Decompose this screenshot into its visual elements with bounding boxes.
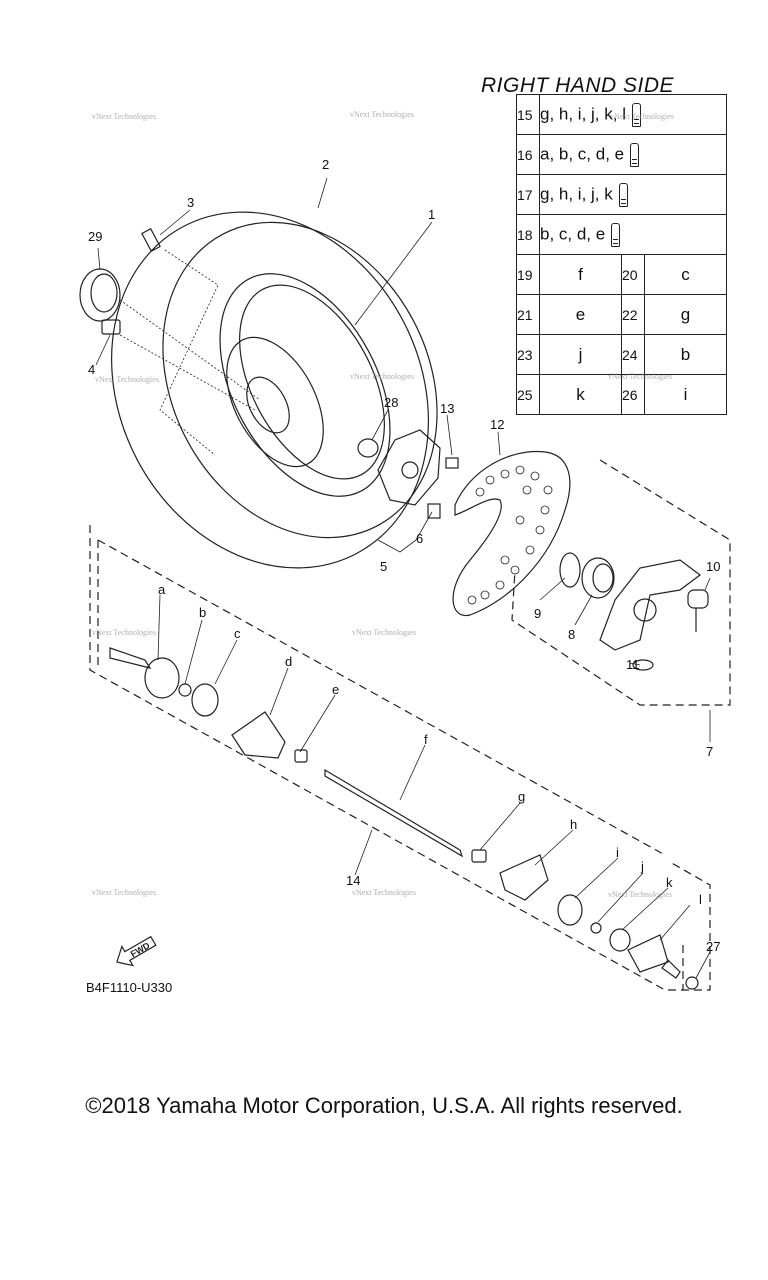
row-letters-cell: a, b, c, d, e bbox=[539, 134, 727, 175]
callout-4: 4 bbox=[88, 362, 96, 377]
table-row: 21 e 22 g bbox=[516, 294, 728, 335]
callout-k: k bbox=[666, 875, 673, 890]
callout-8: 8 bbox=[568, 627, 576, 642]
pair-number-right: 20 bbox=[620, 254, 645, 295]
pair-number-right: 26 bbox=[620, 374, 645, 415]
row-number: 18 bbox=[516, 214, 540, 255]
watermark: vNext Technologies bbox=[608, 372, 672, 381]
callout-i: i bbox=[616, 845, 619, 860]
grease-tube-icon bbox=[631, 102, 641, 127]
callout-7: 7 bbox=[706, 744, 714, 759]
table-row: 23 j 24 b bbox=[516, 334, 728, 375]
pair-value-right: b bbox=[643, 334, 728, 375]
watermark: vNext Technologies bbox=[350, 110, 414, 119]
row-letters: b, c, d, e bbox=[540, 223, 606, 243]
callout-12: 12 bbox=[490, 417, 505, 432]
grease-tube-icon bbox=[611, 222, 621, 247]
callout-10: 10 bbox=[706, 559, 721, 574]
table-row: 25 k 26 i bbox=[516, 374, 728, 415]
callout-g: g bbox=[518, 789, 526, 804]
pair-value-left: e bbox=[539, 294, 622, 335]
callout-27: 27 bbox=[706, 939, 721, 954]
dotted-leader-lines bbox=[119, 249, 261, 456]
callout-11: 11 bbox=[626, 657, 640, 672]
callout-29: 29 bbox=[88, 229, 103, 244]
callout-l: l bbox=[699, 892, 702, 907]
pair-value-left: f bbox=[539, 254, 622, 295]
diagram-code: B4F1110-U330 bbox=[86, 980, 173, 995]
watermark: vNext Technologies bbox=[92, 628, 156, 637]
watermark: vNext Technologies bbox=[350, 372, 414, 381]
callout-9: 9 bbox=[534, 606, 542, 621]
pair-value-right: c bbox=[643, 254, 728, 295]
callout-14: 14 bbox=[346, 873, 361, 888]
callout-1: 1 bbox=[428, 207, 436, 222]
pair-number-right: 24 bbox=[620, 334, 645, 375]
callout-2: 2 bbox=[322, 157, 330, 172]
row-letters: a, b, c, d, e bbox=[540, 143, 625, 163]
grease-tube-icon bbox=[618, 182, 628, 207]
watermark: vNext Technologies bbox=[610, 112, 674, 121]
pair-value-right: i bbox=[643, 374, 728, 415]
row-number: 16 bbox=[516, 134, 540, 175]
pair-number-left: 19 bbox=[516, 254, 540, 295]
tire-drawing bbox=[111, 211, 438, 569]
knuckle-drawing bbox=[599, 559, 709, 671]
brake-disc-drawing bbox=[452, 450, 571, 617]
row-number: 15 bbox=[516, 94, 540, 135]
dashed-group-lines bbox=[89, 459, 731, 991]
pair-number-right: 22 bbox=[620, 294, 645, 335]
grease-tube-icon bbox=[630, 142, 640, 167]
bearing-drawing bbox=[559, 552, 615, 599]
row-number: 17 bbox=[516, 174, 540, 215]
callout-13: 13 bbox=[440, 401, 455, 416]
callout-a: a bbox=[158, 582, 166, 597]
callout-3: 3 bbox=[187, 195, 195, 210]
callout-h: h bbox=[570, 817, 578, 832]
watermark: vNext Technologies bbox=[92, 112, 156, 121]
table-title: RIGHT HAND SIDE bbox=[481, 74, 675, 97]
callout-b: b bbox=[199, 605, 207, 620]
copyright-notice: ©2018 Yamaha Motor Corporation, U.S.A. A… bbox=[85, 1093, 683, 1118]
row-letters: g, h, i, j, k, l bbox=[540, 103, 626, 123]
table-row: 16 a, b, c, d, e bbox=[516, 134, 727, 175]
table-row: 18 b, c, d, e bbox=[516, 214, 727, 255]
callout-e: e bbox=[332, 682, 340, 697]
callout-leaders bbox=[95, 177, 711, 979]
watermark: vNext Technologies bbox=[608, 890, 672, 899]
pair-value-left: j bbox=[539, 334, 622, 375]
row-letters: g, h, i, j, k bbox=[540, 183, 613, 203]
pair-value-left: k bbox=[539, 374, 622, 415]
watermark: vNext Technologies bbox=[92, 888, 156, 897]
fwd-arrow-icon: FWD bbox=[116, 935, 157, 967]
hub-drawing bbox=[357, 429, 459, 519]
watermark: vNext Technologies bbox=[95, 375, 159, 384]
callout-c: c bbox=[234, 626, 241, 641]
table-row: 19 f 20 c bbox=[516, 254, 728, 295]
pair-value-right: g bbox=[643, 294, 728, 335]
pair-number-left: 23 bbox=[516, 334, 540, 375]
callout-5: 5 bbox=[380, 559, 388, 574]
callout-6: 6 bbox=[416, 531, 424, 546]
row-letters-cell: b, c, d, e bbox=[539, 214, 727, 255]
table-row: 17 g, h, i, j, k bbox=[516, 174, 727, 215]
watermark: vNext Technologies bbox=[352, 628, 416, 637]
pair-number-left: 25 bbox=[516, 374, 540, 415]
lubrication-table: 15 g, h, i, j, k, l 16 a, b, c, d, e 17 … bbox=[516, 94, 728, 415]
callout-28: 28 bbox=[384, 395, 399, 410]
row-letters-cell: g, h, i, j, k bbox=[539, 174, 727, 215]
watermark: vNext Technologies bbox=[352, 888, 416, 897]
callout-d: d bbox=[285, 654, 293, 669]
drive-shaft-drawing bbox=[109, 647, 699, 990]
callout-j: j bbox=[641, 859, 644, 874]
callout-f: f bbox=[424, 732, 428, 747]
pair-number-left: 21 bbox=[516, 294, 540, 335]
valve-and-nut-drawing bbox=[101, 228, 161, 335]
hub-cap-drawing bbox=[79, 268, 121, 322]
